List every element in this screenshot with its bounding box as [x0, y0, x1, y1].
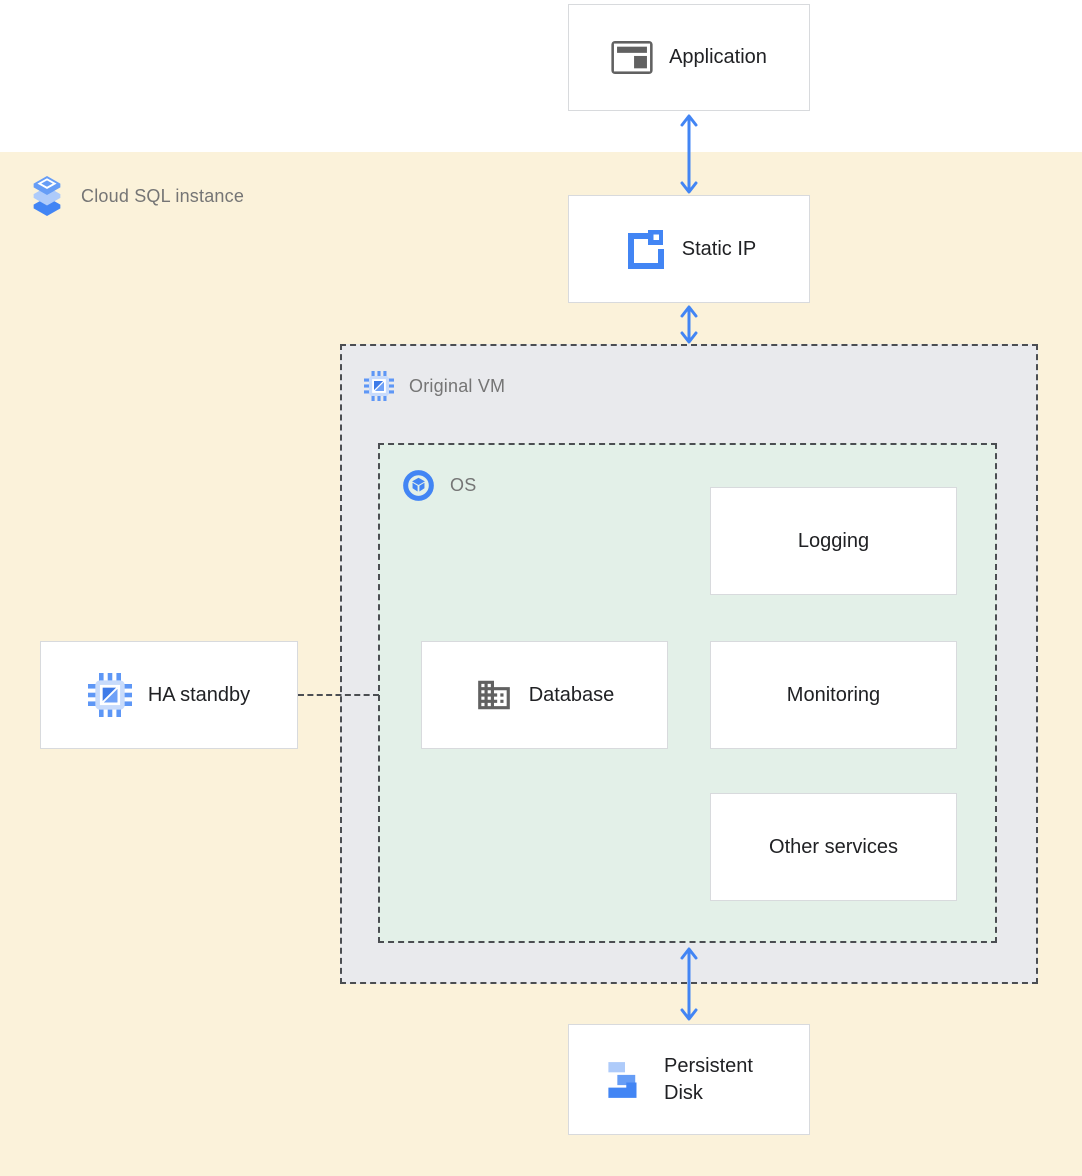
database-label: Database — [528, 683, 615, 706]
arrow-static-ip-original-vm — [680, 305, 698, 344]
original-vm-label: Original VM — [364, 371, 505, 401]
os-text: OS — [450, 475, 477, 495]
database-icon — [477, 680, 510, 710]
monitoring-label: Monitoring — [786, 683, 881, 706]
arrow-os-persistent-disk — [680, 947, 698, 1021]
persistent-disk-label: Persistent Disk — [664, 1054, 753, 1104]
original-vm-text: Original VM — [409, 375, 506, 396]
static-ip-label: Static IP — [681, 237, 757, 260]
ha-standby-label: HA standby — [147, 683, 251, 706]
persistent-disk-icon — [608, 1061, 637, 1098]
compute-engine-icon — [364, 371, 394, 401]
other-services-label: Other services — [769, 835, 898, 858]
ha-standby-connector-line — [298, 694, 379, 696]
monitoring-node: Monitoring — [710, 641, 957, 749]
application-node: Application — [568, 4, 810, 111]
cloud-sql-icon — [33, 175, 61, 217]
cloud-sql-instance-text: Cloud SQL instance — [81, 185, 245, 206]
os-label: OS — [402, 469, 476, 502]
static-ip-icon — [627, 230, 664, 269]
logging-node: Logging — [710, 487, 957, 595]
application-label: Application — [669, 46, 767, 68]
cloud-sql-instance-label: Cloud SQL instance — [28, 175, 244, 217]
other-services-node: Other services — [710, 793, 957, 901]
ha-standby-node: HA standby — [40, 641, 298, 749]
arrow-application-static-ip — [680, 114, 698, 194]
logging-label: Logging — [797, 529, 870, 552]
database-node: Database — [421, 641, 668, 749]
static-ip-node: Static IP — [568, 195, 810, 303]
persistent-disk-node: Persistent Disk — [568, 1024, 810, 1135]
application-icon — [611, 41, 653, 74]
compute-engine-icon — [87, 673, 132, 717]
os-icon — [403, 470, 434, 501]
